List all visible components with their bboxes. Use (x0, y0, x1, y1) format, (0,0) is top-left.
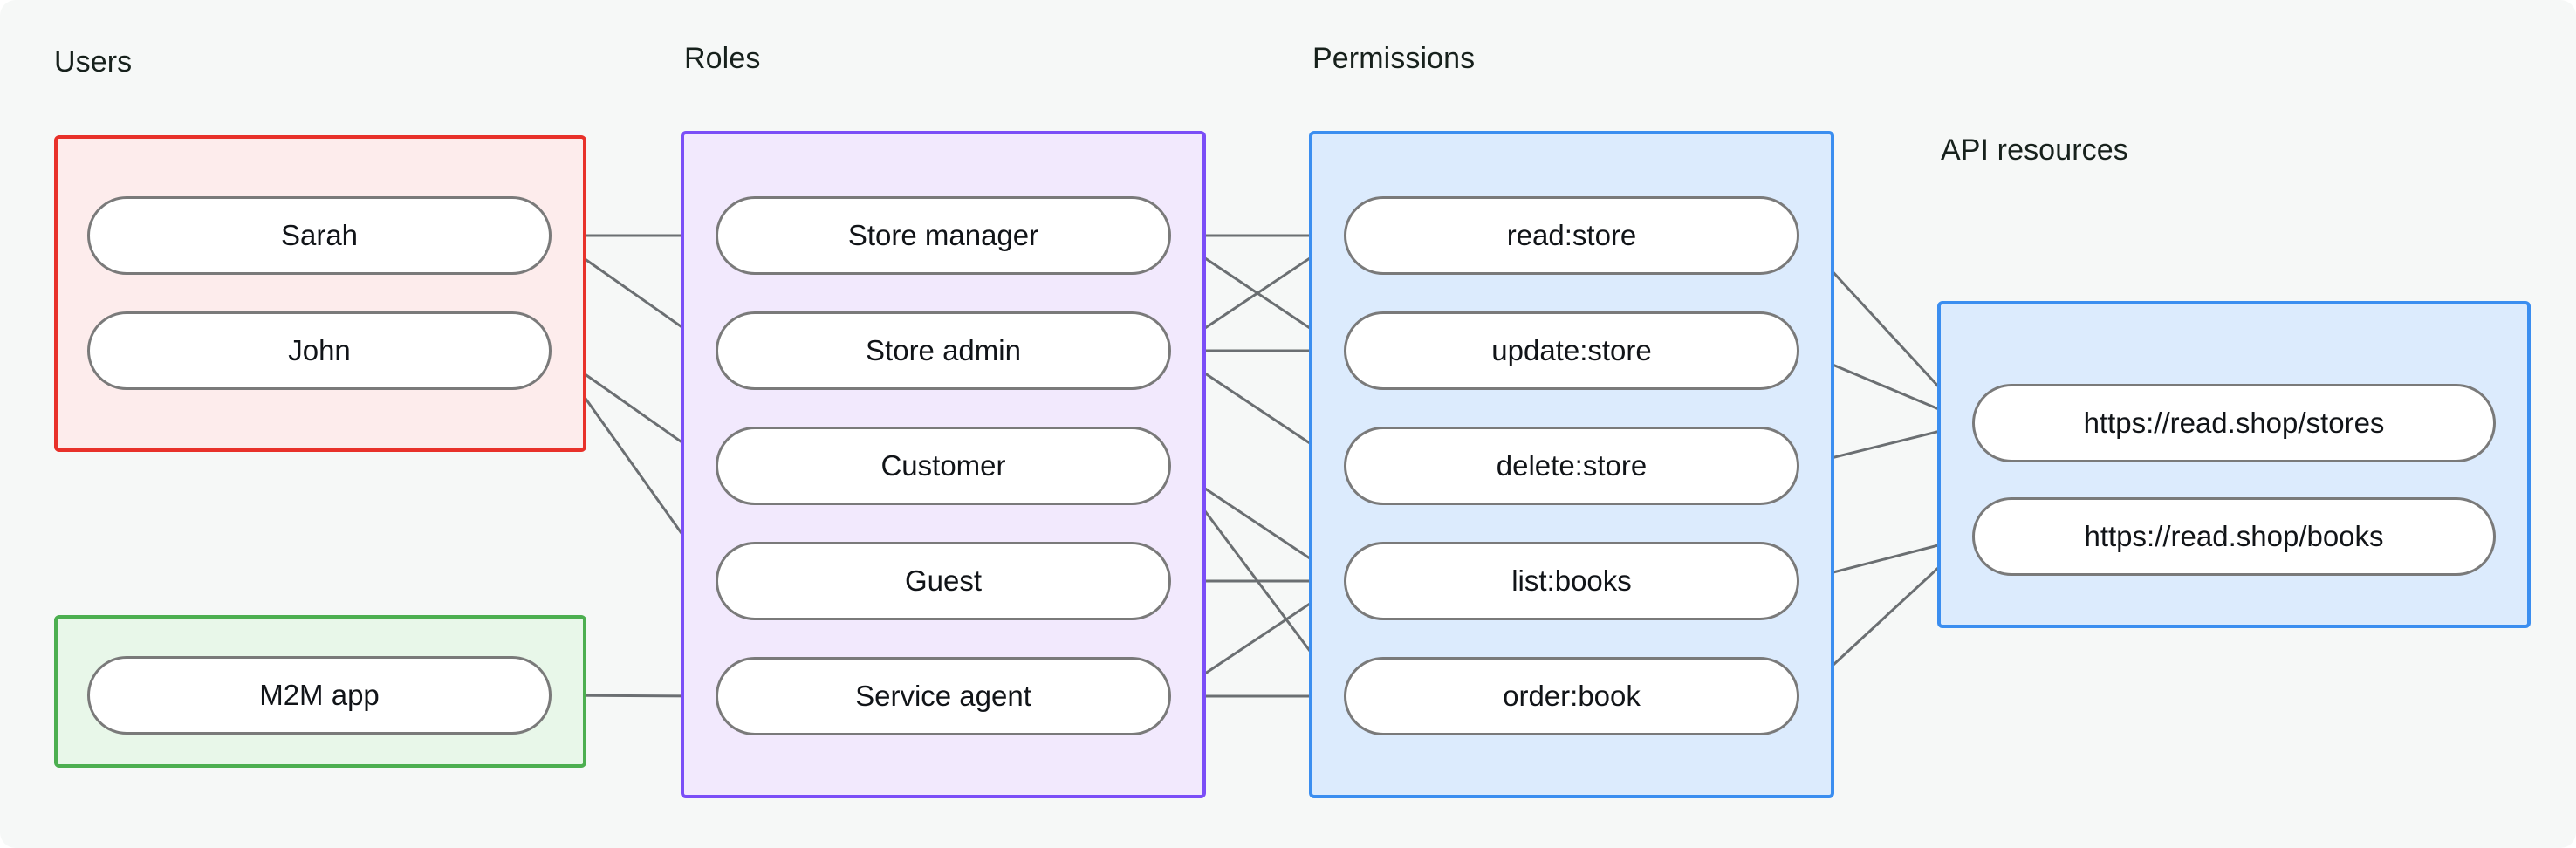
node-store-admin[interactable]: Store admin (716, 311, 1171, 390)
group-label-roles: Roles (684, 42, 761, 75)
node-store-manager[interactable]: Store manager (716, 196, 1171, 275)
node-john[interactable]: John (87, 311, 552, 390)
node-sarah[interactable]: Sarah (87, 196, 552, 275)
group-label-permissions: Permissions (1312, 42, 1476, 75)
node-read-store[interactable]: read:store (1344, 196, 1799, 275)
node-service-agent[interactable]: Service agent (716, 657, 1171, 735)
group-label-users: Users (54, 45, 133, 79)
node-order-book[interactable]: order:book (1344, 657, 1799, 735)
node-customer[interactable]: Customer (716, 427, 1171, 505)
group-box-api-resources (1937, 301, 2531, 628)
node-m2m-app[interactable]: M2M app (87, 656, 552, 735)
node-res-books[interactable]: https://read.shop/books (1972, 497, 2496, 576)
node-update-store[interactable]: update:store (1344, 311, 1799, 390)
node-list-books[interactable]: list:books (1344, 542, 1799, 620)
group-label-api-resources: API resources (1941, 133, 2128, 167)
node-res-stores[interactable]: https://read.shop/stores (1972, 384, 2496, 462)
group-box-users (54, 135, 586, 452)
node-delete-store[interactable]: delete:store (1344, 427, 1799, 505)
node-guest[interactable]: Guest (716, 542, 1171, 620)
